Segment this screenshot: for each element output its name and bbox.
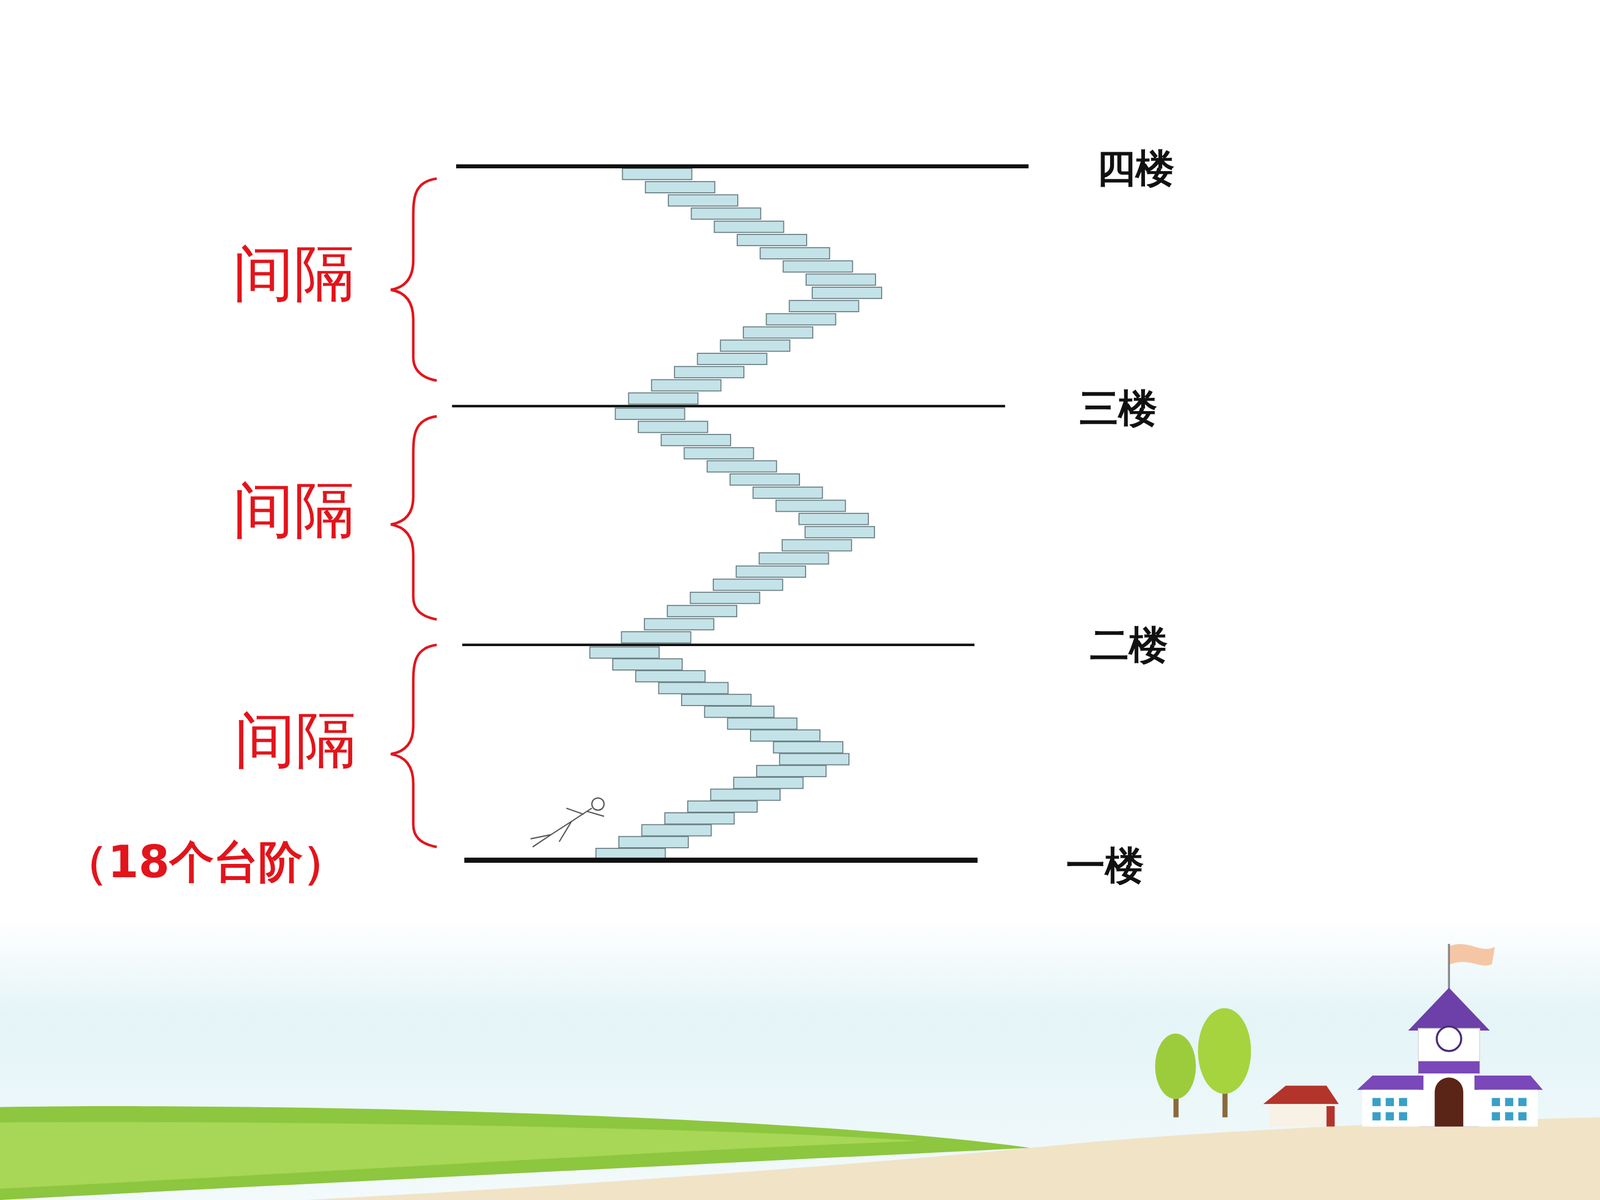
stair-step <box>733 777 804 789</box>
stair-step <box>805 526 875 538</box>
stair-step <box>798 513 869 525</box>
stair-step <box>789 300 859 312</box>
floor-label: 四楼 <box>1096 148 1175 188</box>
stair-step <box>621 631 692 643</box>
stair-step <box>644 618 714 630</box>
floor-lines <box>452 166 1029 860</box>
school-building <box>1357 943 1543 1127</box>
stair-step <box>684 447 754 459</box>
stair-step <box>681 694 752 706</box>
stair-step <box>687 801 758 813</box>
stair-step <box>615 408 685 420</box>
stair-step <box>697 353 767 365</box>
stair-step <box>713 578 783 590</box>
interval-label: 间隔 <box>232 242 355 304</box>
floor-label: 三楼 <box>1079 388 1158 428</box>
stair-step <box>635 670 705 682</box>
stair-step <box>760 247 830 259</box>
stair-step <box>641 824 712 836</box>
stair-step <box>638 421 708 433</box>
stair-step <box>736 566 806 578</box>
stair-step <box>766 313 836 325</box>
stair-step <box>779 753 849 765</box>
stair-step <box>690 592 760 604</box>
stair-step <box>618 836 689 848</box>
stair-step <box>628 392 698 404</box>
stair-step <box>773 741 843 753</box>
stair-step <box>806 273 876 285</box>
stair-step <box>727 717 798 729</box>
stair-step <box>704 706 774 718</box>
step-count-label: （18个台阶） <box>63 840 348 885</box>
road <box>306 1117 1600 1200</box>
stair-step <box>668 195 738 207</box>
trees <box>1155 1008 1252 1118</box>
stair-step <box>776 500 846 512</box>
stair-step <box>812 287 882 299</box>
floor-label: 一楼 <box>1066 846 1144 885</box>
stair-step <box>661 434 731 446</box>
stair-step <box>707 460 777 472</box>
stair-step <box>730 473 800 485</box>
stair-step <box>783 260 853 272</box>
stair-step <box>665 812 735 824</box>
stair-step <box>710 788 780 800</box>
stair-step <box>645 181 715 193</box>
stair-step <box>651 379 722 391</box>
stairs <box>590 168 882 860</box>
brackets <box>390 178 437 847</box>
runner-figure <box>530 797 604 847</box>
stair-step <box>759 552 829 564</box>
stair-step <box>720 340 790 352</box>
stair-step <box>782 539 852 551</box>
stair-step <box>612 658 683 670</box>
stair-step <box>691 207 761 219</box>
stair-step <box>737 234 807 246</box>
stair-step <box>590 646 660 658</box>
stair-step <box>658 682 729 694</box>
sky-band <box>0 918 1600 1200</box>
stair-step <box>750 730 820 742</box>
stair-step <box>622 168 692 180</box>
interval-label: 间隔 <box>232 479 355 541</box>
house <box>1263 1085 1339 1127</box>
stair-step <box>756 765 827 777</box>
stair-step <box>674 366 744 378</box>
floor-label: 二楼 <box>1090 625 1168 665</box>
stair-step <box>743 326 813 338</box>
interval-label: 间隔 <box>234 709 357 771</box>
stair-step <box>667 605 737 617</box>
stair-step <box>714 221 784 233</box>
stair-step <box>753 487 823 499</box>
